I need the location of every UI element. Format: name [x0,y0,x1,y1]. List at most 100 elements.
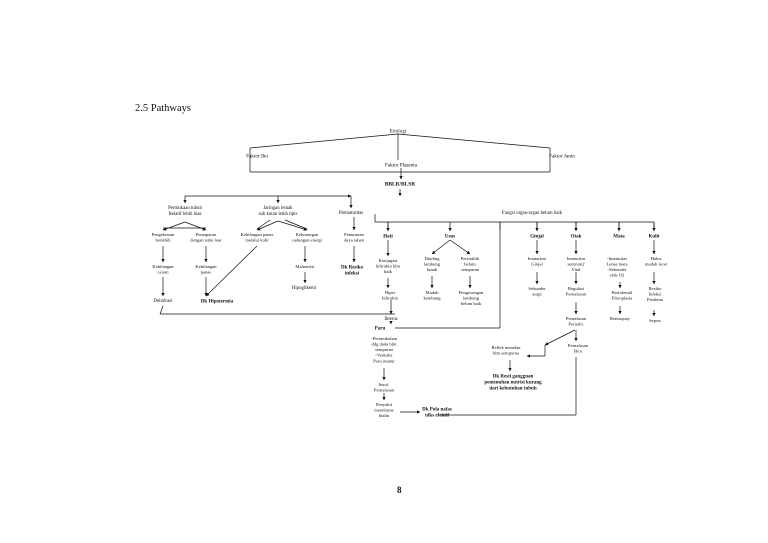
node-line: -Sekonder [608,267,627,272]
node-faktor-ibu: Faktor Ibu [246,153,268,159]
node-line: Pernafasan [566,316,587,321]
node-line: belum baik [461,301,482,306]
node-faktor-janin: Faktor Janin [549,153,575,159]
node-line: dari kebutuhan tubuh [489,386,536,391]
node-line: Imaturitas [528,256,547,261]
node-line: Lensa mata [606,262,627,267]
connector-arrow [162,221,186,231]
node-line: Imaturitas [567,256,586,261]
node-hati: Hati [383,234,393,239]
node-line: bilirubin blm [376,264,401,269]
node-line: Permukaan tubuh [168,206,202,211]
node-line: Mata [613,234,625,239]
node-line: Kehilangan [152,264,174,269]
node-line: Faktor Ibu [246,153,268,159]
node-line: -Vaskuler [375,353,393,358]
node-line: cadangan energi [292,238,323,243]
node-line: Prematuritas [339,211,363,216]
node-bblr: BBLR/BLSR [385,182,415,188]
node-line: Paru imatur [373,358,395,363]
connector-arrow [256,220,279,231]
node-fungsi-organ: Fungsi organ-organ belum baik [502,211,563,216]
node-line: Regulasi [568,286,585,291]
node-line: Ginjal [531,262,543,267]
node-line: Dehidrasi [154,299,173,304]
node-line: Ginjal [530,234,544,239]
node-line: Pernafasan [374,388,395,393]
connector-line [159,305,164,315]
node-line: Insuf. [379,382,390,387]
node-line: Penurunan [344,232,364,237]
node-line: melalui kulit [245,238,269,243]
node-line: mudah lecet [645,262,668,267]
node-line: dengan suhu luar [190,238,222,243]
node-line: Fibroplasia [612,296,633,301]
connector-line [256,219,271,230]
node-line: blm sempurna [493,351,519,356]
node-line: Dk Hipotermia [201,299,234,304]
node-line: Retinopaty [610,316,631,321]
node-line: sempurna [375,347,393,352]
node-line: lunak [427,267,438,272]
node-line: kembung [423,296,441,301]
node-line: Sepsis [649,318,661,323]
node-line: BBLR/BLSR [385,182,415,188]
node-line: Pengosongan [459,290,484,295]
page-number: 8 [397,485,402,495]
node-dk-hipotermia: Dk Hipotermia [201,299,234,304]
node-line: Mudah [425,290,439,295]
node-line: Reflek menelan [492,345,522,350]
node-line: hialin [379,413,390,418]
node-line: asapi [532,292,542,297]
node-line: Faktor Plasenta [385,162,418,168]
node-faktor-plasenta: Faktor Plasenta [385,162,418,168]
node-line: membrane [374,408,393,413]
node-line: Relatif lebih luas [169,212,202,217]
node-otak: Otak [571,234,582,239]
node-line: Ikterus [384,317,397,322]
node-line: Pengeluaran [152,232,175,237]
node-line: Kehilangan [195,264,217,269]
node-prematuritas: Prematuritas [339,211,363,216]
node-line: Infeksi [649,292,662,297]
node-line: Biot [574,349,583,354]
node-line: Otak [571,234,582,239]
node-retinopaty: Retinopaty [610,316,631,321]
node-line: tdks efektif [425,413,449,418]
node-line: Retrolental [612,290,633,295]
node-line: Penyakit [376,402,393,407]
node-line: Hiper [385,290,396,295]
node-usus: Usus [445,234,455,239]
node-line: Pernafasan [568,343,589,348]
node-line: bilirubin [382,296,399,301]
node-line: Usus [445,234,455,239]
node-line: Peristaltik [461,256,480,261]
connector-line [284,219,308,230]
node-line: Kehilangan panas [241,232,274,237]
connector-arrow [449,239,471,255]
pathway-connectors [159,133,656,416]
connector-arrow [431,239,451,255]
section-heading: 2.5 Pathways [135,103,191,114]
connector-arrow [544,329,576,346]
node-line: pemenuhan nutrisi kurang [484,380,542,385]
node-line: Konjugasi [379,258,399,263]
node-kulit: Kulit [648,234,659,239]
node-mata: Mata [613,234,625,239]
node-line: Dinding [424,256,440,261]
node-line: berlebih [155,238,171,243]
node-line: Jaringan lemak [263,206,293,211]
